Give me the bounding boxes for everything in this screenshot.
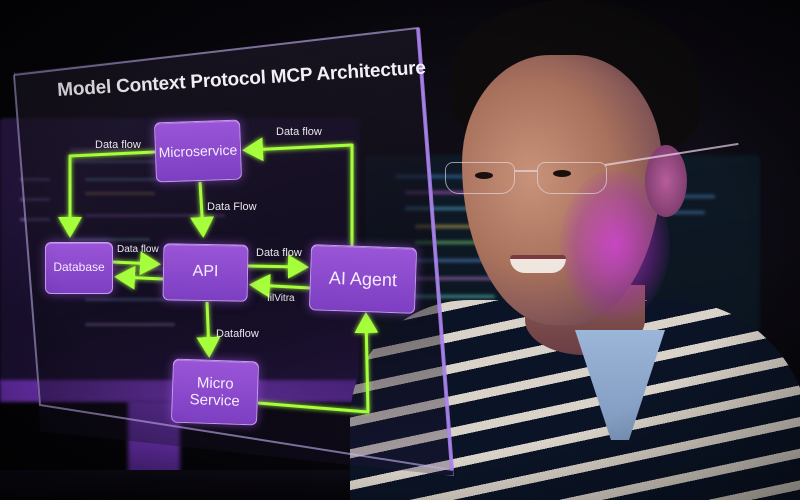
node-micro-service: Micro Service: [170, 358, 260, 426]
node-ai-agent: AI Agent: [308, 244, 418, 314]
flow-label-database-api: Data flow: [117, 244, 159, 255]
node-microservice-label: Microservice: [158, 141, 238, 161]
node-ai-agent-label: AI Agent: [328, 267, 398, 290]
flow-label-api-micro-service: Dataflow: [216, 328, 259, 340]
smile: [510, 255, 566, 273]
left-eye: [475, 172, 493, 179]
node-api: API: [162, 243, 249, 302]
node-api-label: API: [192, 263, 219, 281]
node-micro-service-label-line1: Micro: [196, 374, 234, 393]
flow-label-agent-microservice: Data flow: [276, 126, 322, 138]
flow-label-microservice-api: Data Flow: [207, 201, 257, 213]
node-micro-service-label-line2: Service: [189, 391, 241, 410]
node-database: Database: [45, 242, 113, 294]
node-database-label: Database: [53, 260, 105, 275]
flow-label-agent-api: IilVitra: [267, 293, 295, 304]
right-eye: [553, 170, 571, 177]
flow-label-api-agent: Data flow: [256, 247, 302, 259]
flow-label-microservice-database: Data flow: [95, 139, 141, 151]
node-microservice: Microservice: [153, 119, 243, 183]
